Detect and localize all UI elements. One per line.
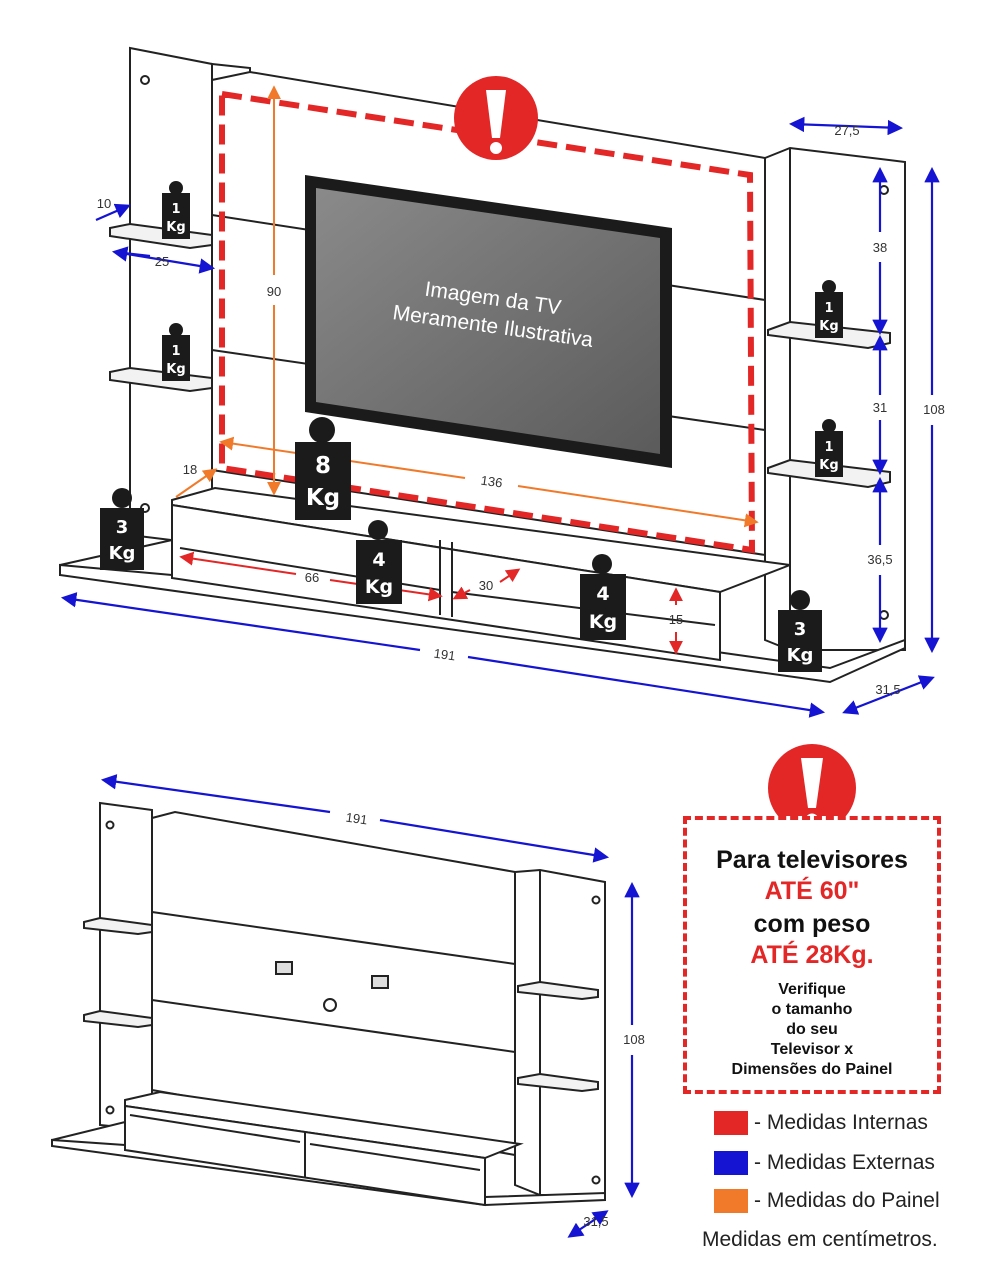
dim-height-total: 108 <box>923 402 945 417</box>
weight-value: 1 <box>824 440 833 455</box>
dim-base-depth: 18 <box>183 462 197 477</box>
dim-bottom-width-total: 191 <box>345 810 369 828</box>
bottom-furniture-view <box>51 801 606 1207</box>
dim-panel-height: 90 <box>267 284 281 299</box>
dim-niche-small: 30 <box>479 578 493 593</box>
dim-shelf-gap-2: 31 <box>873 400 887 415</box>
weight-tag-shelf-right-top: 1 Kg <box>815 280 843 338</box>
weight-value: 4 <box>596 583 609 605</box>
legend-swatch-blue <box>714 1151 748 1175</box>
internal-panel-area-outline <box>219 90 756 554</box>
legend-internal-label: - Medidas Internas <box>754 1111 928 1134</box>
weight-value: 3 <box>794 619 807 640</box>
weight-unit: Kg <box>819 319 838 334</box>
legend-panel-label: - Medidas do Painel <box>754 1189 940 1212</box>
dim-bottom-depth-total: 31,5 <box>583 1214 608 1229</box>
dim-side-width: 27,5 <box>834 123 859 138</box>
weight-unit: Kg <box>306 485 340 511</box>
weight-tag-niche-right: 4 Kg <box>580 554 626 640</box>
weight-unit: Kg <box>819 458 838 473</box>
warning-details: Verifique o tamanho do seu Televisor x D… <box>687 980 937 1080</box>
dim-width-total: 191 <box>433 646 457 664</box>
dim-niche-height: 15 <box>669 612 683 627</box>
weight-unit: Kg <box>589 611 617 633</box>
warning-line-7: do seu <box>786 1021 838 1038</box>
weight-value: 1 <box>171 202 180 217</box>
dim-shelf-depth: 10 <box>97 196 111 211</box>
dim-shelf-width: 25 <box>155 254 169 269</box>
weight-tag-base-left: 3 Kg <box>100 488 144 570</box>
legend-swatch-orange <box>714 1189 748 1213</box>
tv-limit-warning-box: Para televisores ATÉ 60" com peso ATÉ 28… <box>683 816 941 1094</box>
legend-swatch-red <box>714 1111 748 1135</box>
weight-tag-base-center: 8 Kg <box>295 417 351 520</box>
dim-shelf-gap-3: 36,5 <box>867 552 892 567</box>
weight-value: 1 <box>824 301 833 316</box>
external-dimensions-top <box>60 116 940 718</box>
warning-exclamation-icon <box>454 76 538 160</box>
dim-depth-total: 31,5 <box>875 682 900 697</box>
legend-internal: - Medidas Internas <box>714 1111 928 1135</box>
warning-line-1: Para televisores <box>716 846 908 874</box>
legend-external-label: - Medidas Externas <box>754 1151 935 1174</box>
warning-line-6: o tamanho <box>771 1001 853 1018</box>
weight-value: 3 <box>116 517 129 538</box>
dim-bottom-height-total: 108 <box>623 1032 645 1047</box>
weight-unit: Kg <box>166 362 185 377</box>
weight-tag-shelf-right-mid: 1 Kg <box>815 419 843 477</box>
warning-line-5: Verifique <box>778 981 846 998</box>
weight-value: 1 <box>171 344 180 359</box>
weight-unit: Kg <box>365 576 393 598</box>
weight-tag-base-right: 3 Kg <box>778 590 822 672</box>
external-dimensions-bottom <box>100 774 640 1238</box>
dim-shelf-gap-1: 38 <box>873 240 887 255</box>
warning-line-3: com peso <box>753 910 871 938</box>
weight-value: 8 <box>315 453 331 479</box>
dim-niche-width: 66 <box>305 570 319 585</box>
warning-line-4: ATÉ 28Kg. <box>750 941 874 969</box>
tv-illustration: Imagem da TV Meramente Ilustrativa <box>305 175 672 468</box>
legend-panel: - Medidas do Painel <box>714 1189 940 1213</box>
dim-panel-width: 136 <box>480 473 504 491</box>
legend-external: - Medidas Externas <box>714 1151 935 1175</box>
warning-line-8: Televisor x <box>770 1041 854 1058</box>
weight-tag-shelf-left-top: 1 Kg <box>162 181 190 239</box>
warning-line-9: Dimensões do Painel <box>731 1061 893 1078</box>
weight-unit: Kg <box>166 220 185 235</box>
weight-unit: Kg <box>109 543 136 564</box>
units-note: Medidas em centímetros. <box>702 1228 938 1251</box>
warning-line-2: ATÉ 60" <box>764 877 860 905</box>
weight-tag-niche-left: 4 Kg <box>356 520 402 604</box>
weight-tag-shelf-left-mid: 1 Kg <box>162 323 190 381</box>
weight-unit: Kg <box>787 645 814 666</box>
weight-value: 4 <box>372 549 385 571</box>
